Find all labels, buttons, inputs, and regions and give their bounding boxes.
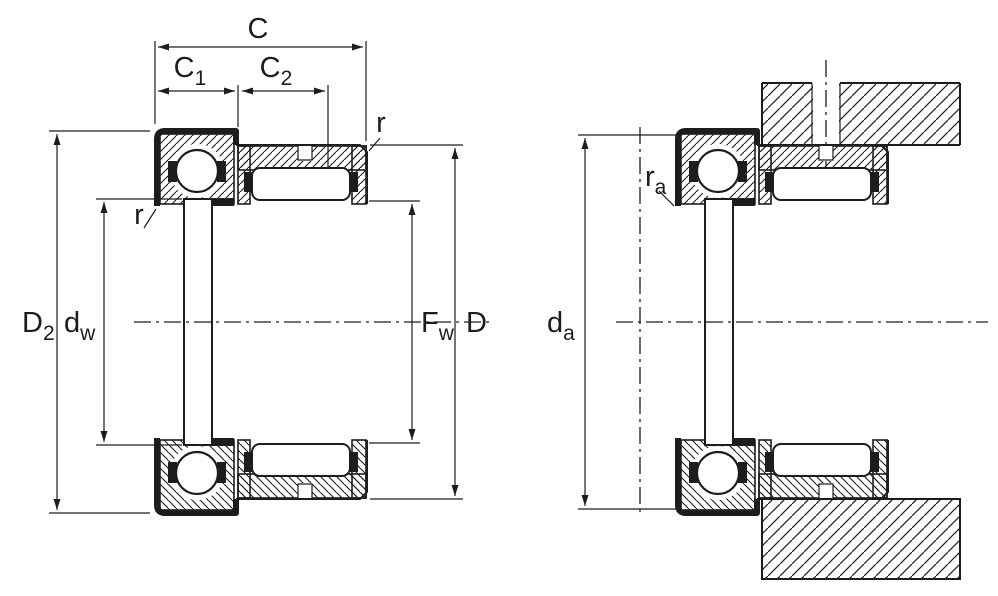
sheet-metal-cap: [675, 128, 760, 206]
dim-label-d2: D2: [22, 307, 55, 345]
dim-label-c2: C2: [260, 52, 293, 90]
lubrication-notch: [819, 144, 833, 161]
needle-roller: [251, 167, 351, 201]
dimension-r-inner: r: [134, 199, 157, 231]
needle-cage-left: [244, 172, 252, 192]
right-bearing-lower-half-mirrored: [678, 199, 888, 513]
right-mounting-view: da ra: [547, 60, 988, 580]
ball-cage-right: [738, 161, 747, 182]
housing-section-bottom: [761, 498, 961, 580]
dimension-d-outer: D: [370, 144, 487, 500]
lubrication-notch-outline: [818, 144, 834, 161]
housing-hatch-bottom: [761, 498, 961, 580]
left-cross-section-view: C C1 C2 r r D2: [22, 13, 492, 513]
sheet-metal-cap: [154, 128, 239, 206]
dim-label-da: da: [547, 307, 575, 345]
dimension-c2: C2: [242, 52, 329, 168]
dimension-d2: D2: [22, 130, 150, 514]
dimension-dw: dw: [64, 198, 182, 446]
ball-cage-right: [217, 161, 226, 182]
axial-ball: [695, 148, 741, 194]
needle-cage-right: [350, 172, 358, 192]
dim-label-dw: dw: [64, 307, 96, 345]
seal-strip: [733, 198, 755, 206]
dimension-c: C: [154, 13, 367, 141]
dim-label-ra: ra: [645, 161, 667, 199]
needle-cage-left: [765, 172, 773, 192]
dim-label-c: C: [248, 13, 269, 45]
housing-hatch-top: [762, 83, 960, 145]
ball-cage-left: [168, 161, 177, 182]
seal-strip: [212, 198, 234, 206]
dimension-ra: ra: [645, 161, 675, 207]
ball-cage-left: [689, 161, 698, 182]
sleeve-outer-contour: [236, 144, 368, 204]
axial-ball: [174, 148, 220, 194]
dim-label-c1: C1: [174, 52, 207, 90]
needle-roller: [772, 167, 872, 201]
housing-outline-top: [761, 82, 961, 146]
dimension-c1: C1: [158, 52, 239, 127]
dim-label-d-outer: D: [466, 307, 487, 339]
dim-label-r-inner: r: [134, 199, 144, 231]
dim-label-r-outer: r: [376, 107, 386, 139]
dimension-fw: Fw: [369, 200, 455, 444]
lubrication-hole-walls: [811, 83, 841, 145]
housing-section-top: [761, 60, 961, 172]
lubrication-notch: [298, 144, 312, 161]
dimension-da: da: [547, 134, 676, 510]
left-bearing-lower-half-mirrored: [157, 199, 367, 513]
dim-label-fw: Fw: [421, 307, 455, 345]
lubrication-notch-outline: [297, 144, 313, 161]
needle-cage-right: [871, 172, 879, 192]
sleeve-outer-contour: [757, 144, 889, 204]
